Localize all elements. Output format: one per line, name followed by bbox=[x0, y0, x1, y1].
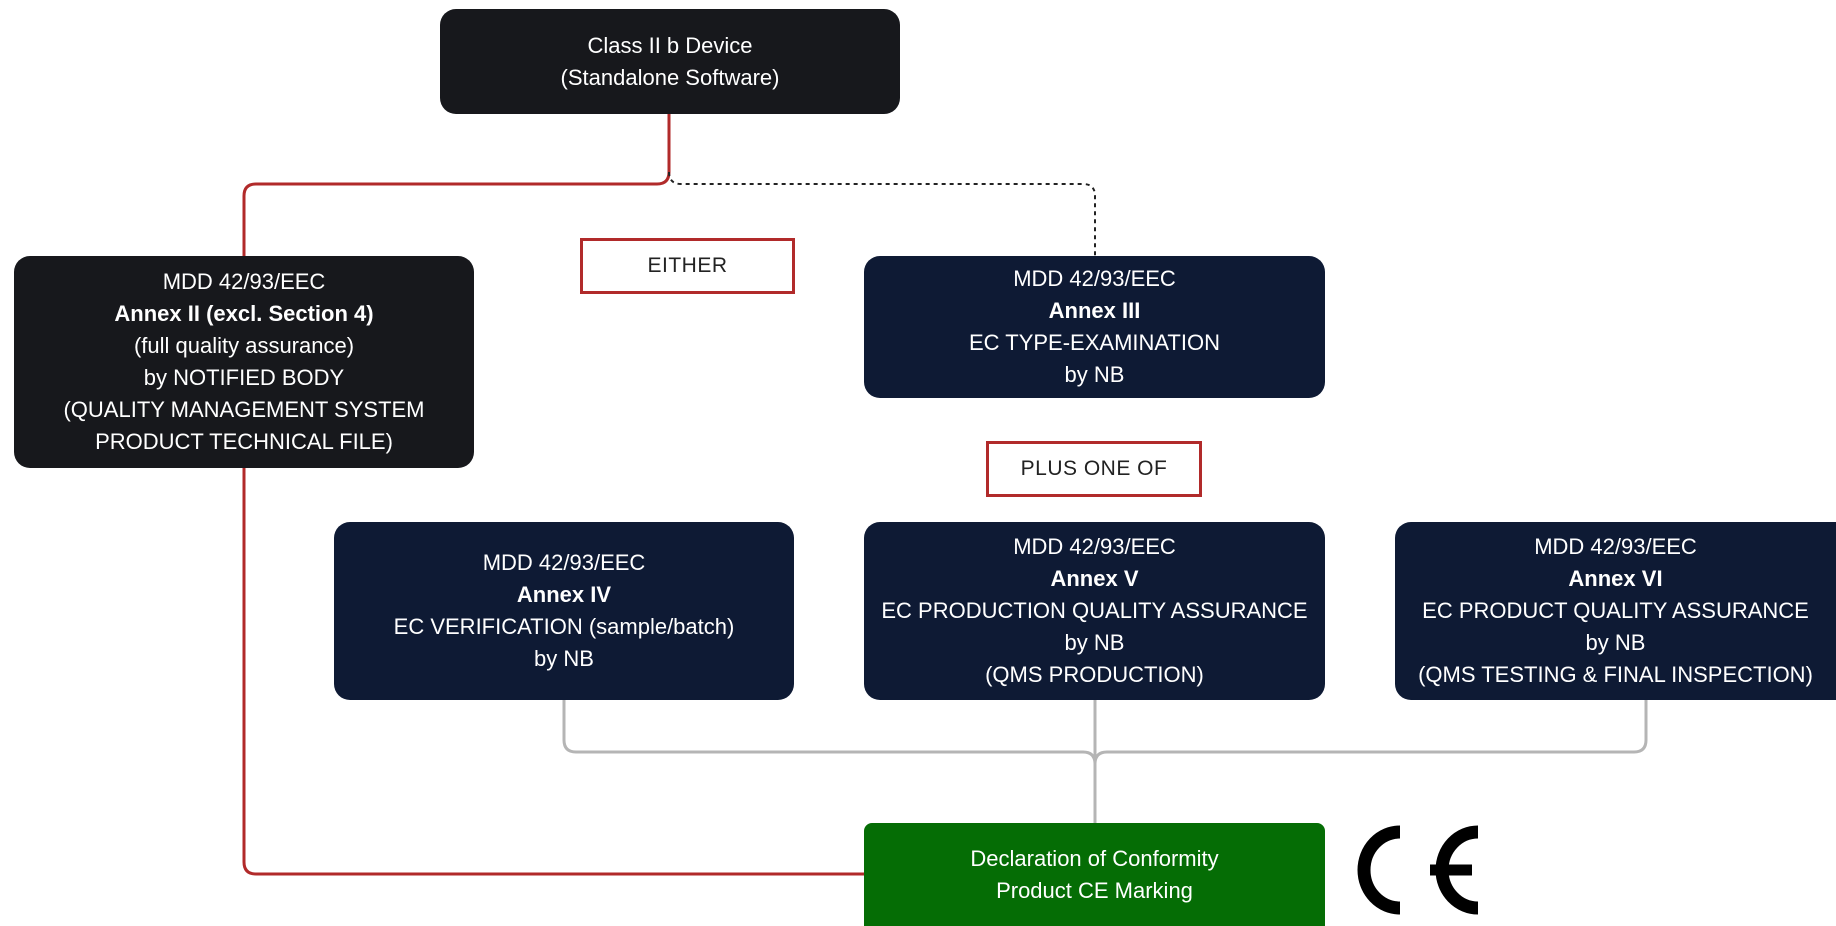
annex-ii-line3: (full quality assurance) bbox=[133, 333, 355, 358]
annex-ii-line6: PRODUCT TECHNICAL FILE) bbox=[95, 429, 393, 454]
annex-v-line1: MDD 42/93/EEC bbox=[1013, 534, 1176, 559]
either-label: EITHER bbox=[580, 238, 795, 294]
annex-vi-line3: EC PRODUCT QUALITY ASSURANCE bbox=[1422, 598, 1809, 623]
declaration-line2: Product CE Marking bbox=[996, 877, 1193, 903]
annex-v-line3: EC PRODUCTION QUALITY ASSURANCE bbox=[881, 598, 1308, 623]
annex-iv-node: MDD 42/93/EEC Annex IV EC VERIFICATION (… bbox=[334, 522, 794, 700]
root-line1: Class II b Device bbox=[587, 32, 753, 58]
red-path-annex-ii-to-declaration bbox=[242, 468, 864, 876]
annex-iii-line3: EC TYPE-EXAMINATION bbox=[968, 330, 1220, 355]
declaration-line1: Declaration of Conformity bbox=[970, 845, 1219, 871]
annex-vi-line5: (QMS TESTING & FINAL INSPECTION) bbox=[1418, 662, 1813, 687]
annex-iii-line1: MDD 42/93/EEC bbox=[1013, 266, 1176, 291]
ce-mark-logo bbox=[1357, 825, 1479, 915]
annex-v-line4: by NB bbox=[1064, 630, 1125, 655]
annex-ii-line4: by NOTIFIED BODY bbox=[143, 365, 345, 390]
annex-ii-line1: MDD 42/93/EEC bbox=[162, 269, 326, 294]
annex-vi-line1: MDD 42/93/EEC bbox=[1534, 534, 1697, 559]
annex-iv-line3: EC VERIFICATION (sample/batch) bbox=[393, 614, 735, 639]
declaration-node: Declaration of Conformity Product CE Mar… bbox=[864, 823, 1325, 926]
annex-iv-line2: Annex IV bbox=[516, 582, 612, 607]
annex-vi-line4: by NB bbox=[1585, 630, 1646, 655]
annex-iv-line4: by NB bbox=[534, 646, 594, 671]
annex-ii-line2: Annex II (excl. Section 4) bbox=[114, 301, 374, 326]
root-line2: (Standalone Software) bbox=[560, 64, 780, 90]
annex-v-node: MDD 42/93/EEC Annex V EC PRODUCTION QUAL… bbox=[864, 522, 1325, 700]
plus-one-of-label: PLUS ONE OF bbox=[986, 441, 1202, 497]
annex-vi-line2: Annex VI bbox=[1568, 566, 1663, 591]
red-path-root-to-annex-ii bbox=[242, 113, 671, 256]
annex-iii-line4: by NB bbox=[1064, 362, 1125, 387]
annex-iv-line1: MDD 42/93/EEC bbox=[482, 550, 646, 575]
annex-ii-line5: (QUALITY MANAGEMENT SYSTEM bbox=[63, 397, 425, 422]
annex-iii-node: MDD 42/93/EEC Annex III EC TYPE-EXAMINAT… bbox=[864, 256, 1325, 398]
annex-iii-line2: Annex III bbox=[1048, 298, 1141, 323]
grey-path-annex-iv bbox=[562, 700, 1097, 765]
annex-v-line2: Annex V bbox=[1050, 566, 1139, 591]
annex-ii-node: MDD 42/93/EEC Annex II (excl. Section 4)… bbox=[14, 256, 474, 468]
grey-path-annex-vi bbox=[1093, 700, 1648, 765]
annex-v-line5: (QMS PRODUCTION) bbox=[985, 662, 1204, 687]
annex-vi-node: MDD 42/93/EEC Annex VI EC PRODUCT QUALIT… bbox=[1395, 522, 1836, 700]
class-iib-device-node: Class II b Device (Standalone Software) bbox=[440, 9, 900, 114]
